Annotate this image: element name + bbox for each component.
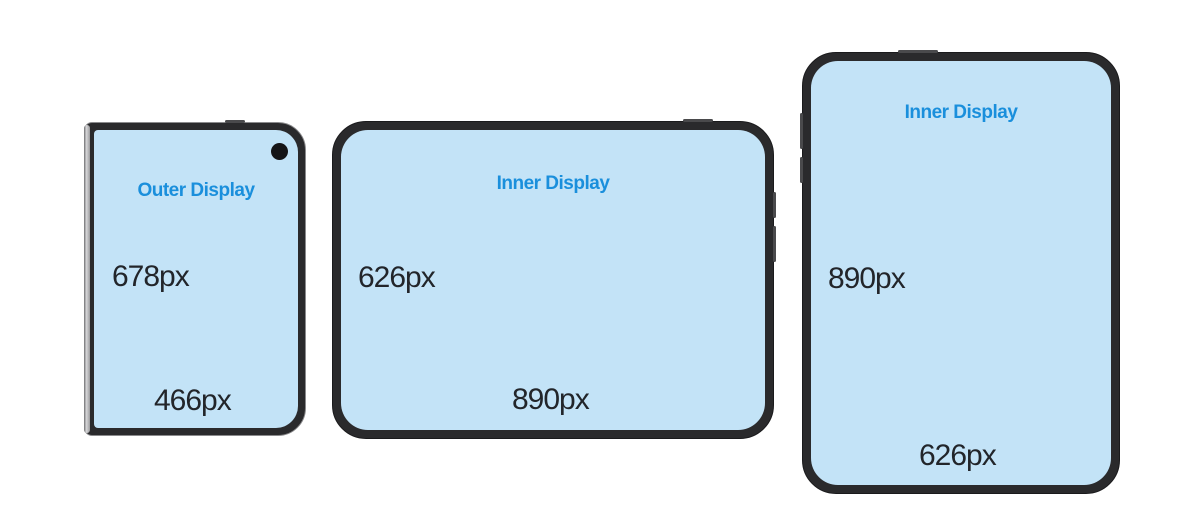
inner-display-landscape-height-label: 626px [358, 261, 436, 294]
outer-display-screen: Outer Display 678px 466px [94, 130, 298, 428]
top-button [898, 50, 938, 53]
side-button [800, 113, 803, 149]
side-button [225, 120, 245, 123]
inner-display-portrait-width-label: 626px [919, 439, 997, 472]
inner-display-landscape-width-label: 890px [512, 383, 590, 416]
outer-display-height-label: 678px [112, 260, 190, 293]
inner-display-portrait-device: Inner Display 890px 626px [800, 50, 1120, 494]
inner-display-portrait-screen: Inner Display 890px 626px [811, 61, 1111, 485]
inner-display-portrait-title: Inner Display [904, 102, 1018, 123]
outer-display-width-label: 466px [154, 384, 232, 417]
camera-icon [271, 143, 288, 160]
inner-display-landscape-title: Inner Display [496, 173, 610, 194]
side-button [773, 192, 776, 218]
inner-display-portrait-height-label: 890px [828, 262, 906, 295]
inner-display-landscape-device: Inner Display 626px 890px [332, 119, 776, 439]
hinge [84, 125, 90, 433]
side-button [773, 226, 776, 262]
top-button [683, 119, 713, 122]
side-button [800, 157, 803, 183]
inner-display-landscape-screen: Inner Display 626px 890px [341, 130, 765, 430]
outer-display-device: Outer Display 678px 466px [84, 120, 306, 436]
outer-display-title: Outer Display [137, 180, 255, 201]
